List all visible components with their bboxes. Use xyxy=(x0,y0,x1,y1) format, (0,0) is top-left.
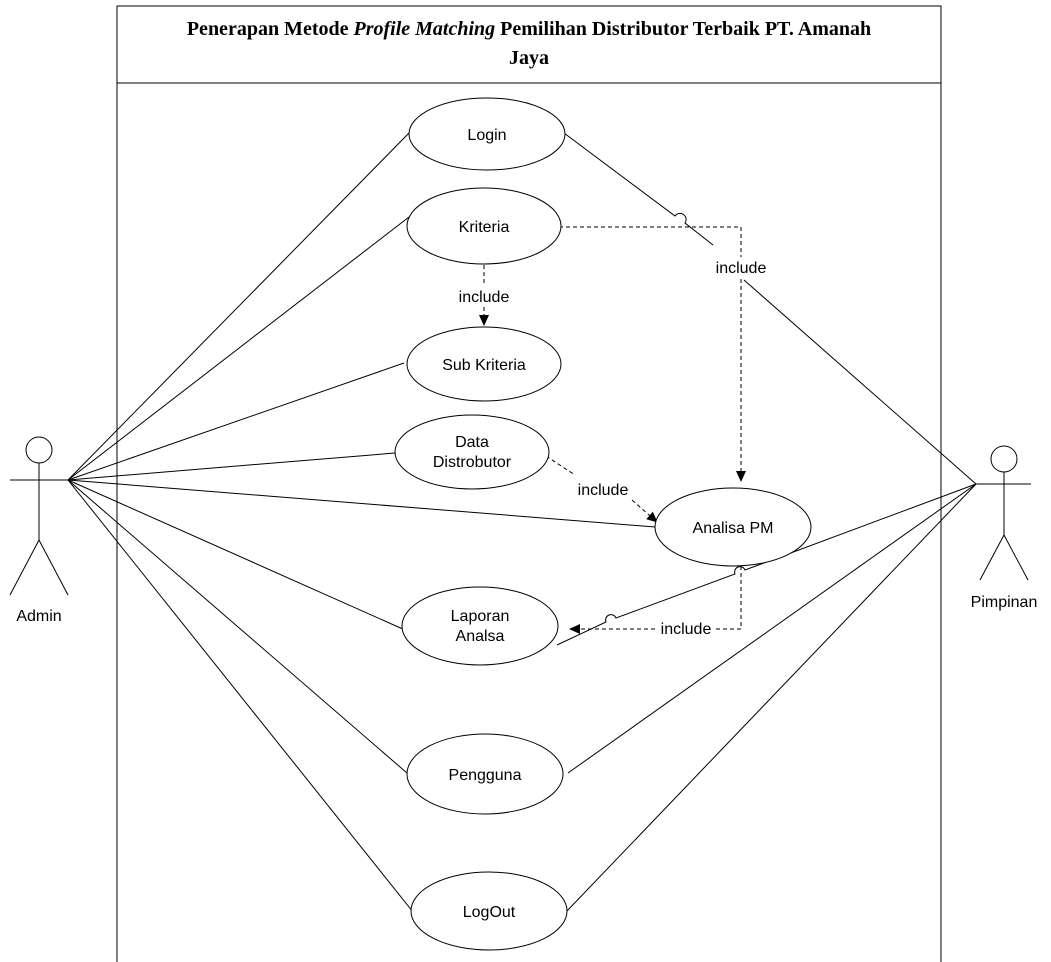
use-case-data-distributor-label-2: Distrobutor xyxy=(433,454,512,471)
use-case-laporan-label-2: Analsa xyxy=(456,628,505,645)
include-dependencies xyxy=(479,226,746,634)
use-case-logout-label: LogOut xyxy=(463,904,516,921)
include-label-data-analisa: include xyxy=(578,482,629,499)
include-label-kriteria-sub: include xyxy=(459,289,510,306)
use-case-login-label: Login xyxy=(467,127,506,144)
use-case-pengguna[interactable]: Pengguna xyxy=(406,733,564,815)
pimpinan-associations xyxy=(556,132,977,913)
diagram-title: Penerapan Metode Profile Matching Pemili… xyxy=(187,18,871,40)
use-case-laporan-label-1: Laporan xyxy=(451,608,510,625)
use-case-logout[interactable]: LogOut xyxy=(410,871,568,951)
actor-pimpinan[interactable] xyxy=(976,445,1031,581)
use-case-sub-kriteria-label: Sub Kriteria xyxy=(442,357,526,374)
actor-admin[interactable] xyxy=(9,436,69,596)
actor-admin-label: Admin xyxy=(16,608,61,625)
use-case-pengguna-label: Pengguna xyxy=(449,767,522,784)
use-case-data-distributor-label-1: Data xyxy=(455,434,489,451)
include-label-kriteria-analisa: include xyxy=(716,260,767,277)
use-case-login[interactable]: Login xyxy=(408,97,566,171)
use-case-analisa-pm-label: Analisa PM xyxy=(693,520,774,537)
system-boundary xyxy=(116,5,942,962)
use-case-kriteria-label: Kriteria xyxy=(459,219,510,236)
use-case-laporan-analsa[interactable]: Laporan Analsa xyxy=(401,586,559,666)
use-case-analisa-pm[interactable]: Analisa PM xyxy=(654,487,812,567)
include-label-analisa-laporan: include xyxy=(661,621,712,638)
admin-associations xyxy=(67,132,656,913)
use-case-data-distributor[interactable]: Data Distrobutor xyxy=(394,414,550,490)
use-case-sub-kriteria[interactable]: Sub Kriteria xyxy=(406,326,562,402)
diagram-title-line2: Jaya xyxy=(509,47,549,69)
use-case-kriteria[interactable]: Kriteria xyxy=(406,187,562,265)
actor-pimpinan-label: Pimpinan xyxy=(971,594,1038,611)
